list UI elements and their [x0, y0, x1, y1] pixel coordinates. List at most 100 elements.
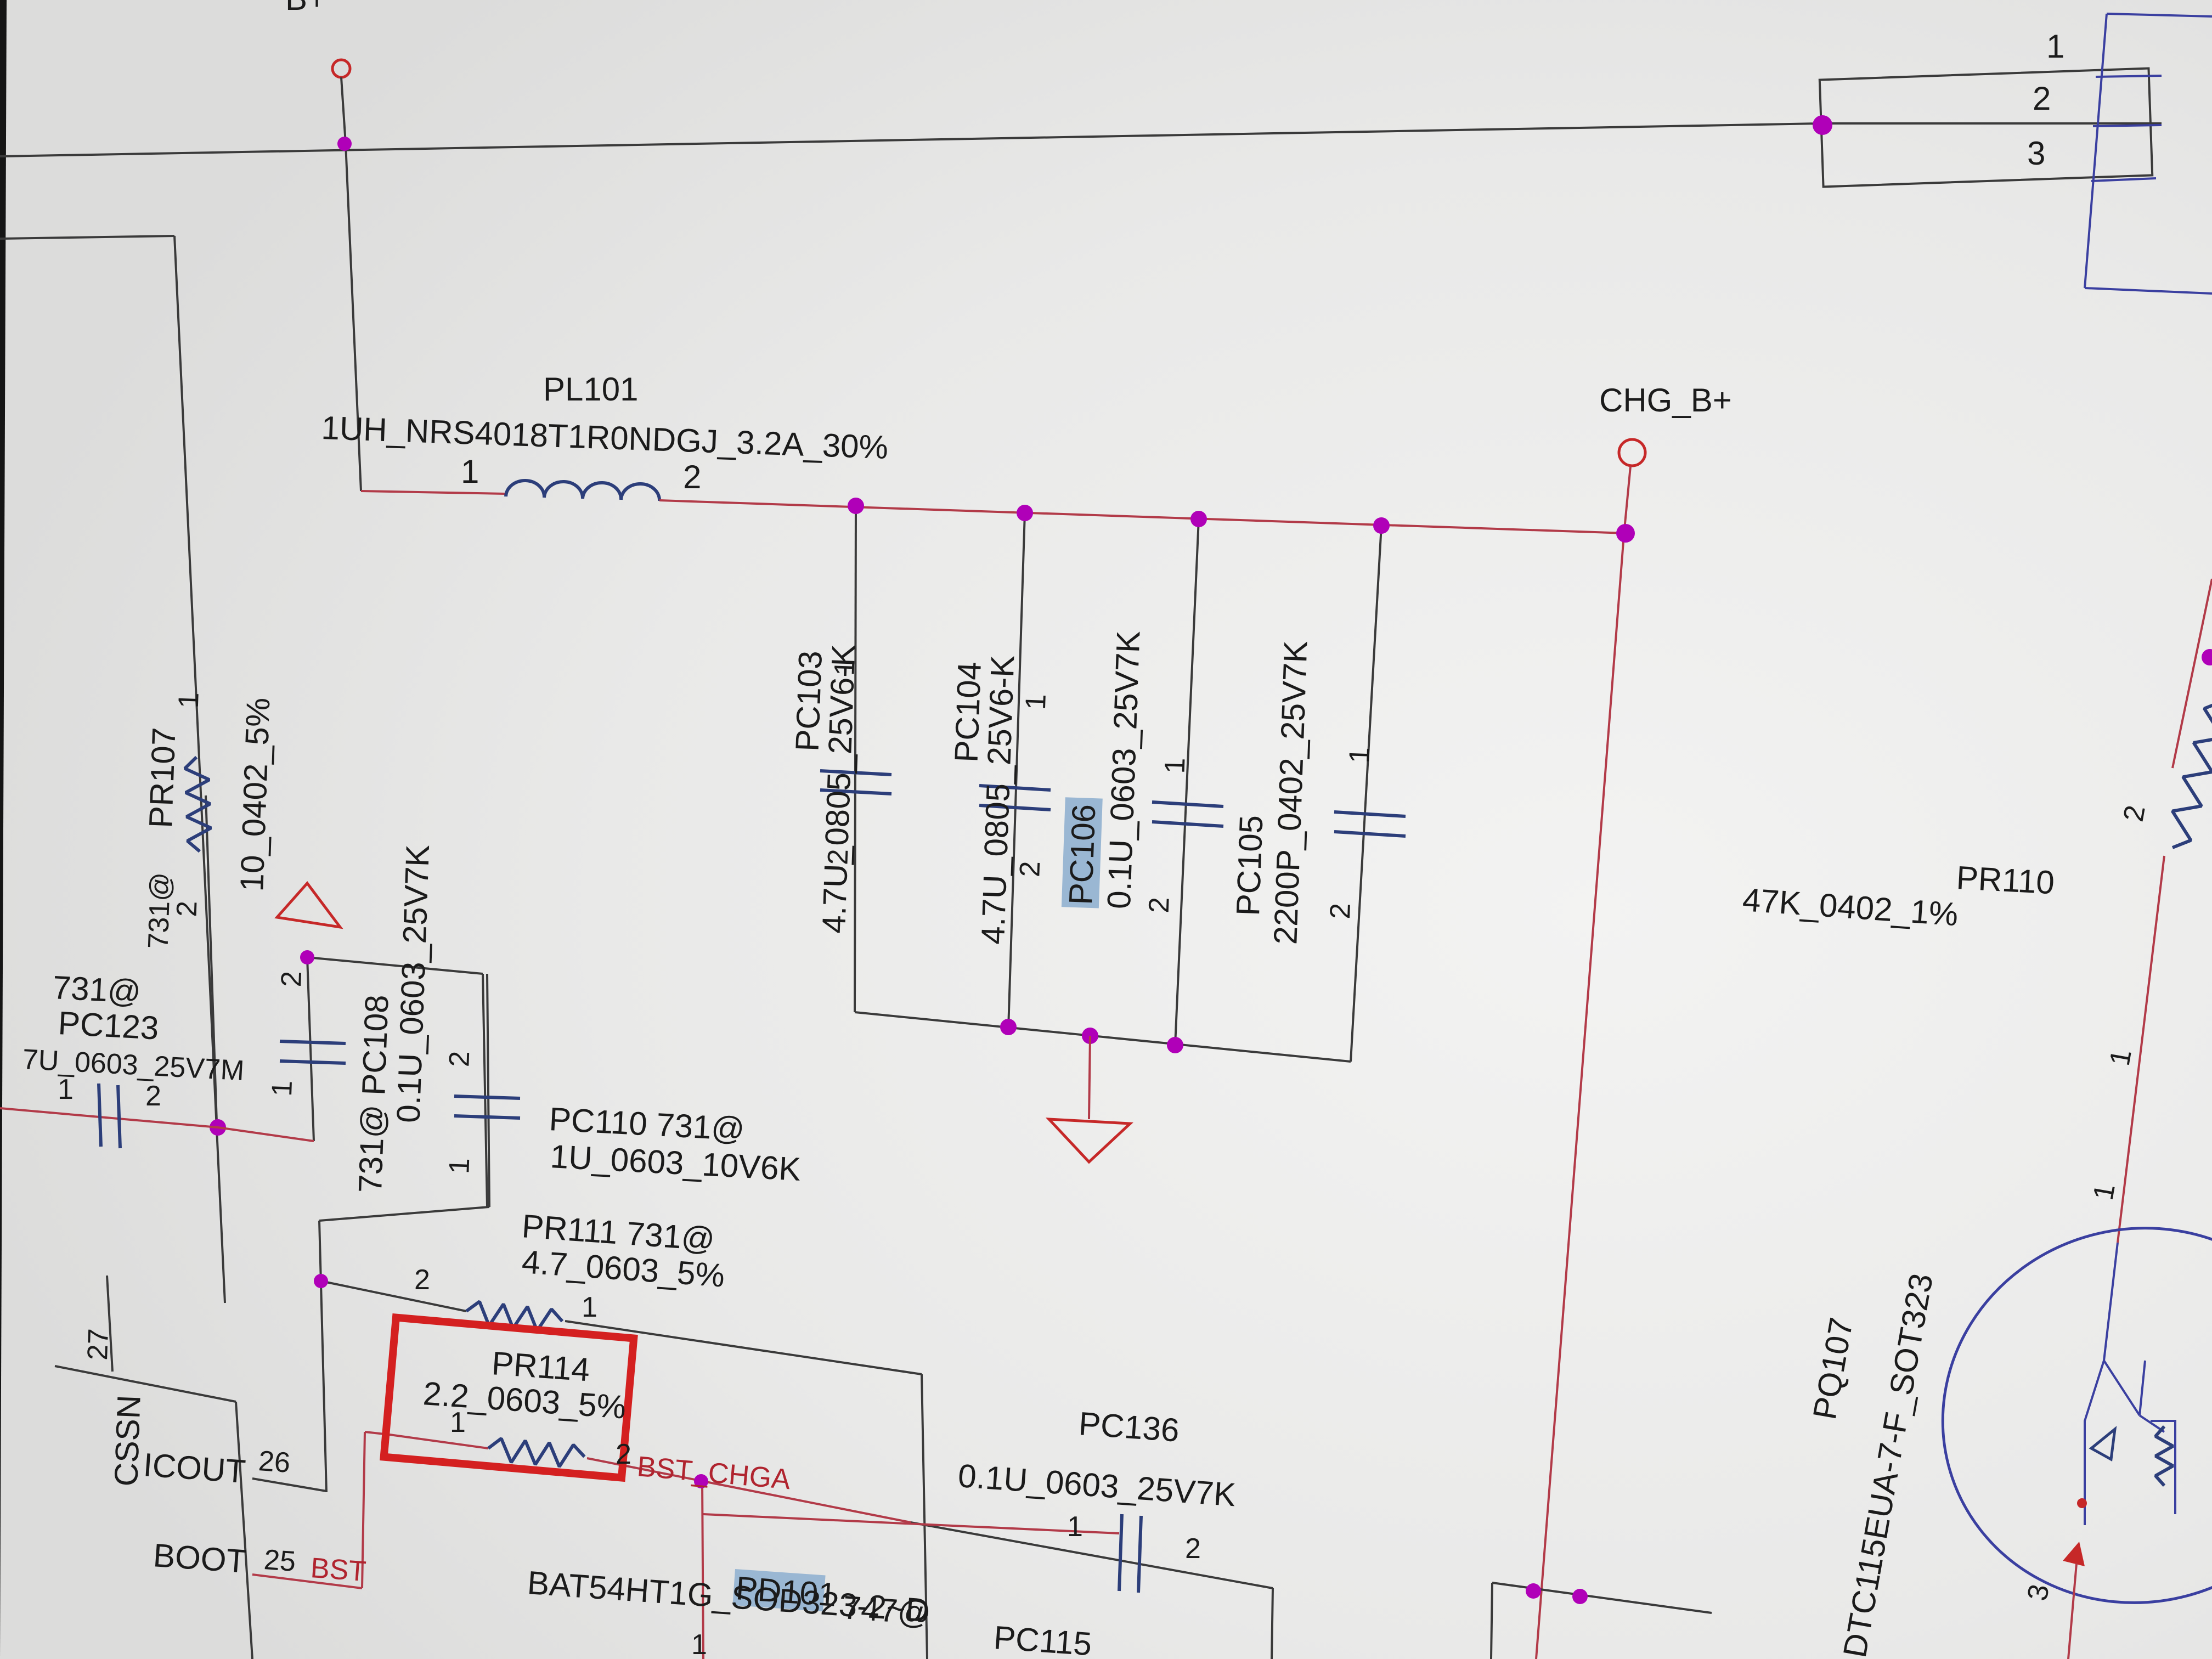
pc105-ref: PC105: [1229, 815, 1269, 917]
wire-cssn[interactable]: [54, 1365, 236, 1403]
wire-icout[interactable]: [318, 1220, 328, 1493]
ic-pin26-num: 26: [257, 1445, 291, 1479]
junction-pc103: [848, 498, 864, 514]
junction-gnd-1: [1000, 1019, 1017, 1035]
transistor-pq107-outline[interactable]: [1900, 1184, 2212, 1646]
capacitor-pc123[interactable]: [97, 1083, 122, 1149]
wire-chg-bplus-rail[interactable]: [659, 499, 1627, 534]
connector-pin-1: 1: [2046, 28, 2064, 65]
wire-pin26[interactable]: [252, 1477, 327, 1492]
wire-pr110-top[interactable]: [2171, 578, 2212, 769]
capacitor-pc104[interactable]: [979, 784, 1051, 811]
wire-chg-bplus-down[interactable]: [1535, 534, 1625, 1659]
wire-pr111-drop[interactable]: [921, 1374, 928, 1659]
pc123-opt: 731@: [52, 969, 142, 1010]
junction-right-edge: [2202, 649, 2212, 665]
wire-pd101-drop[interactable]: [701, 1481, 704, 1659]
wire-pc136-box[interactable]: [910, 1521, 1273, 1589]
pc103-ref: PC103: [789, 650, 829, 752]
pc136-pin1: 1: [1067, 1511, 1083, 1543]
ic-pin25-num: 25: [263, 1544, 297, 1578]
capacitor-pc136[interactable]: [1118, 1514, 1143, 1593]
wire-pr110-bottom[interactable]: [2117, 855, 2165, 1243]
wire-bst[interactable]: [361, 1431, 366, 1589]
pr114-pin2: 2: [616, 1438, 631, 1470]
wire-pc108-body[interactable]: [306, 957, 315, 1142]
wire-pc136-drop[interactable]: [1271, 1588, 1274, 1659]
wire-pc105-drop[interactable]: [1350, 525, 1383, 1062]
pr107-pin1: 1: [173, 692, 205, 709]
pc104-ref: PC104: [948, 661, 988, 763]
pc105-pin1: 1: [1344, 747, 1376, 764]
wire-pin25[interactable]: [252, 1573, 363, 1589]
pl101-ref: PL101: [543, 371, 639, 408]
capacitor-pc110[interactable]: [454, 1094, 521, 1120]
capacitor-pc106[interactable]: [1152, 800, 1224, 828]
wire-gnd-bus[interactable]: [854, 1011, 1351, 1063]
pd101-selection: [732, 1569, 826, 1612]
wire-pc136[interactable]: [703, 1513, 1120, 1534]
junction-connector: [1813, 115, 1832, 135]
wire-pin27[interactable]: [106, 1275, 114, 1372]
junction-chg-bplus: [1616, 524, 1635, 543]
junction-bplus: [337, 137, 352, 151]
net-arrow-pc108: [274, 881, 343, 929]
wire-bottom-right-drop[interactable]: [1490, 1582, 1493, 1659]
pd101-pin: 1: [691, 1629, 707, 1659]
transistor-pq107-resistor: [2154, 1425, 2174, 1487]
capacitor-pc105[interactable]: [1334, 810, 1406, 838]
pr111-pin1: 1: [582, 1291, 597, 1323]
ic-pin27-name: CSSN: [108, 1395, 148, 1487]
connector-pin-3: 3: [2027, 135, 2045, 172]
wire-pl101-in[interactable]: [360, 490, 505, 495]
wire-ic-body[interactable]: [235, 1401, 253, 1659]
inductor-pl101[interactable]: [504, 479, 662, 501]
bezel-edge: [0, 0, 7, 1659]
wire-pc110-bottom[interactable]: [319, 1206, 490, 1222]
pc106-ref[interactable]: PC106: [1062, 804, 1102, 906]
wire-bplus-bus[interactable]: [0, 122, 1822, 157]
wire-pc123[interactable]: [0, 1107, 218, 1128]
wire-chg-bplus-port[interactable]: [1623, 466, 1632, 535]
wire-pc110-right[interactable]: [482, 973, 488, 1207]
junction-pc108: [300, 950, 314, 964]
wire-pr107-body[interactable]: [205, 795, 218, 1122]
pr107-pin2: 2: [171, 900, 204, 917]
wire-pc108-bottom[interactable]: [217, 1126, 314, 1142]
transistor-pq107-pin3-mark: [2077, 1498, 2087, 1508]
wire-gnd-symbol[interactable]: [1088, 1035, 1091, 1120]
wire-pq107-pin3[interactable]: [2067, 1563, 2078, 1659]
pr107-value: 10_0402_5%: [233, 697, 276, 893]
markup-box-pr114: [380, 1313, 638, 1482]
resistor-pr110[interactable]: [2165, 696, 2212, 853]
wire-bplus-stub[interactable]: [340, 77, 347, 144]
connector-block[interactable]: 1 2 3: [1818, 13, 2212, 295]
wire-bst-chga[interactable]: [586, 1457, 911, 1523]
wire-ic-top[interactable]: [0, 235, 175, 240]
net-label-bplus: B+: [285, 0, 326, 17]
wire-pc108-top[interactable]: [307, 956, 483, 975]
transistor-pq107-arrow: [2089, 1426, 2117, 1462]
transistor-pq107-leads: [2084, 1242, 2141, 1525]
capacitor-pc108[interactable]: [279, 1040, 346, 1065]
pc108-ref: 731@ PC108: [352, 994, 396, 1193]
pr107-opt: 731@: [142, 872, 177, 949]
pl101-pin1: 1: [461, 453, 479, 490]
net-port-chg-bplus[interactable]: [1617, 438, 1647, 467]
wire-pc104-drop[interactable]: [1007, 512, 1026, 1029]
pd101-ref[interactable]: PD101: [735, 1570, 838, 1613]
wire-pc106-drop[interactable]: [1174, 518, 1200, 1046]
wire-pr111-left[interactable]: [320, 1280, 467, 1312]
wire-pc110-body[interactable]: [486, 973, 490, 1207]
pc106-pin1: 1: [1159, 757, 1191, 774]
wire-pc103-drop[interactable]: [854, 505, 857, 1013]
resistor-pr107[interactable]: [183, 755, 212, 853]
capacitor-pc103[interactable]: [820, 769, 892, 795]
pc106-selection: [1061, 797, 1103, 909]
wire-pr114-left[interactable]: [389, 1434, 489, 1449]
resistor-pr114[interactable]: [487, 1437, 586, 1469]
pc104-pin2: 2: [1014, 861, 1046, 878]
wire-bplus-drop[interactable]: [345, 143, 362, 492]
wire-pr111-right[interactable]: [565, 1320, 922, 1375]
